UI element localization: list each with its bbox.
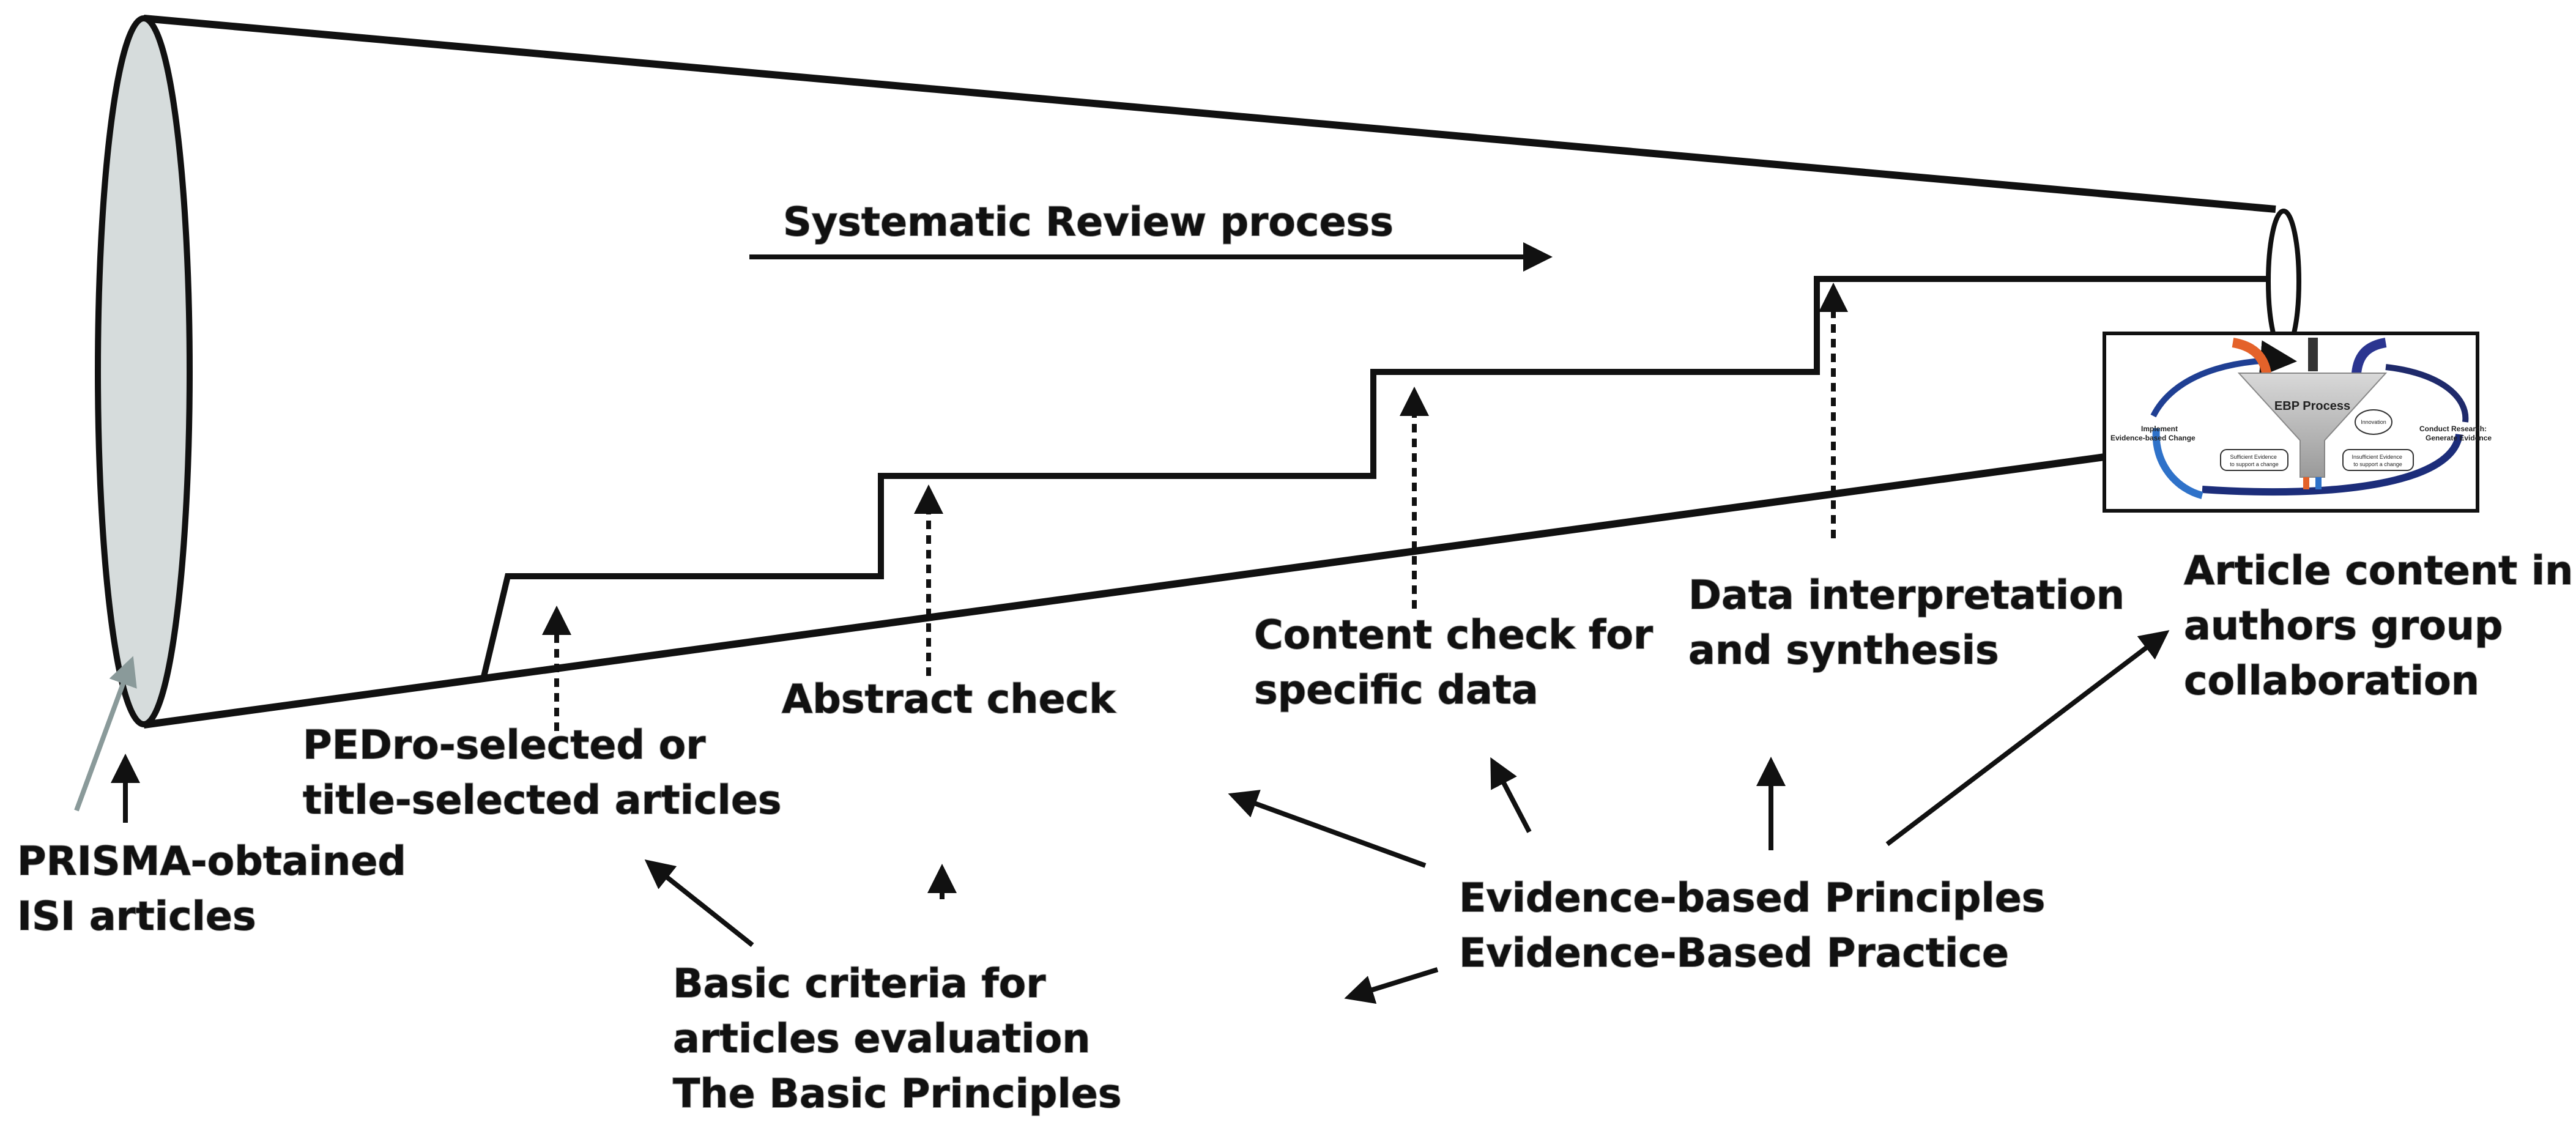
orange-arrow [2232,338,2271,374]
cycle-arc-left [2152,428,2203,499]
navy-input-arrow [2351,338,2387,374]
ebp-funnel [2237,373,2388,478]
grey-arrow [74,656,137,812]
process-label: Systematic Review process [783,199,1394,245]
basic-criteria-label: Basic criteria for articles evaluation T… [673,961,1122,1117]
evidence-label: Evidence-based Principles Evidence-Based… [1459,875,2059,976]
svg-text:Sufficient Evidence to s: Sufficient Evidence to support a change [2230,454,2279,467]
research-text: Conduct Research: Generate Evidence [2419,425,2492,442]
innovation-bubble [2355,409,2392,435]
cone-tip [2266,209,2301,354]
grey-input-arrow [2308,338,2318,371]
cycle-arc-top-right [2385,364,2469,423]
prisma-label: PRISMA-obtained ISI articles [17,839,420,940]
svg-text:Innovation: Innovation [2361,419,2386,425]
insufficient-box [2342,449,2414,471]
cycle-arc-bottom [2202,433,2463,496]
pedro-label: PEDro-selected or title-selected article… [303,722,782,823]
cone-mouth [95,15,193,727]
svg-text:Insufficient Evidence to: Insufficient Evidence to support a chang… [2352,454,2404,467]
ebp-process-inset: EBP Process Implement Evidence-based Cha… [2103,332,2492,513]
abstract-label: Abstract check [782,677,1116,722]
staircase [480,276,2266,680]
content-check-label: Content check for specific data [1254,612,1667,713]
cycle-arc-top [2150,340,2297,418]
dotted-stage-arrows [542,283,1848,731]
sufficient-box [2220,449,2288,471]
implement-text: Implement Evidence-based Change [2110,425,2196,442]
solid-arrows [111,630,2170,1004]
interpretation-label: Data interpretation and synthesis [1688,573,2139,673]
svg-text:EBP Process: EBP Process [2274,399,2350,413]
collaboration-label: Article content in authors group collabo… [2184,548,2576,704]
megaphone-cone [95,15,2301,729]
